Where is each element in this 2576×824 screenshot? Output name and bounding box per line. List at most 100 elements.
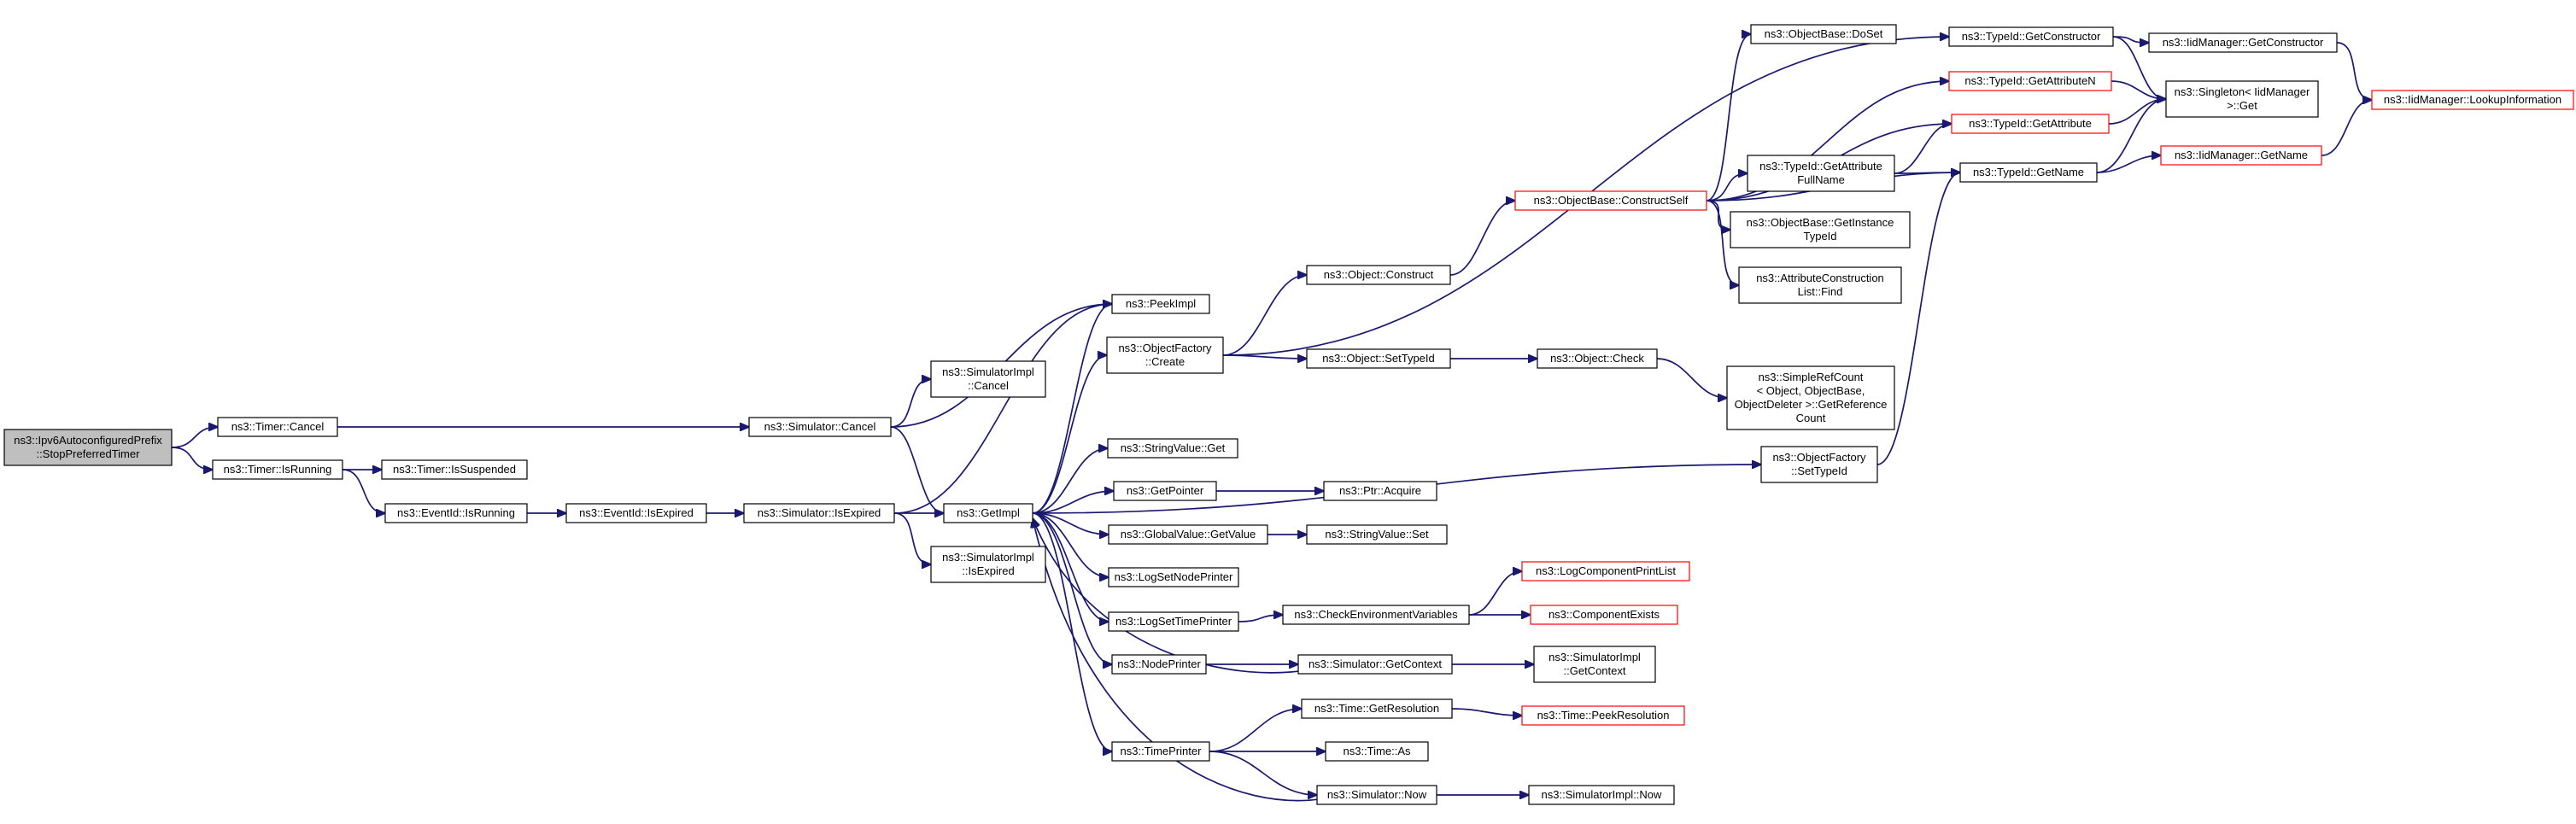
node-label: ::IsExpired xyxy=(962,564,1014,577)
node-label: ns3::Singleton< IidManager xyxy=(2175,85,2310,98)
node-box xyxy=(1108,611,1239,632)
edge-timeprinter-to-sim_now xyxy=(1209,751,1317,795)
node-box xyxy=(381,459,528,480)
node-eventid-isexpired[interactable]: ns3::EventId::IsExpired xyxy=(565,503,707,523)
node-iidmanager-lookupinformation[interactable]: ns3::IidManager::LookupInformation xyxy=(2371,90,2574,110)
node-timer-isrunning[interactable]: ns3::Timer::IsRunning xyxy=(212,459,343,480)
node-box xyxy=(1521,561,1690,581)
node-label: ns3::Simulator::Now xyxy=(1327,788,1427,801)
node-object-settypeid[interactable]: ns3::Object::SetTypeId xyxy=(1306,348,1451,369)
node-componentexists[interactable]: ns3::ComponentExists xyxy=(1530,605,1678,625)
edge-timer_isrunning-to-eventid_isrunning xyxy=(342,469,385,513)
node-simimpl-now[interactable]: ns3::SimulatorImpl::Now xyxy=(1528,785,1675,805)
node-iidmanager-getname[interactable]: ns3::IidManager::GetName xyxy=(2160,145,2322,166)
node-getpointer[interactable]: ns3::GetPointer xyxy=(1113,481,1217,501)
node-iidmanager-getconstructor[interactable]: ns3::IidManager::GetConstructor xyxy=(2148,32,2338,53)
node-time-peekresolution[interactable]: ns3::Time::PeekResolution xyxy=(1521,705,1685,726)
node-label: ns3::Timer::Cancel xyxy=(231,420,325,433)
node-box xyxy=(1325,741,1429,762)
node-nodeprinter[interactable]: ns3::NodePrinter xyxy=(1111,654,1207,675)
edge-sim_cancel-to-simimpl_cancel xyxy=(890,379,931,428)
node-box xyxy=(1760,446,1878,483)
node-box xyxy=(1959,162,2098,183)
node-typeid-getconstructor[interactable]: ns3::TypeId::GetConstructor xyxy=(1948,26,2114,47)
node-box xyxy=(1108,567,1239,587)
node-checkenvironmentvariables[interactable]: ns3::CheckEnvironmentVariables xyxy=(1282,605,1470,625)
node-box xyxy=(1282,605,1470,625)
node-sim-isexpired[interactable]: ns3::Simulator::IsExpired xyxy=(743,503,895,523)
edge-getimpl-to-globalvalue_getvalue xyxy=(1032,512,1109,535)
node-objectbase-doset[interactable]: ns3::ObjectBase::DoSet xyxy=(1750,24,1897,44)
node-object-construct[interactable]: ns3::Object::Construct xyxy=(1306,265,1451,285)
edge-getimpl-to-logsettimeprinter xyxy=(1032,512,1109,622)
node-sim-cancel[interactable]: ns3::Simulator::Cancel xyxy=(748,417,892,437)
node-timeprinter[interactable]: ns3::TimePrinter xyxy=(1111,741,1210,762)
node-box xyxy=(1514,190,1707,211)
node-object-check[interactable]: ns3::Object::Check xyxy=(1537,348,1658,369)
node-stringvalue-set[interactable]: ns3::StringValue::Set xyxy=(1306,524,1448,545)
node-globalvalue-getvalue[interactable]: ns3::GlobalValue::GetValue xyxy=(1108,524,1268,545)
edge-typeid_getattributefullname-to-typeid_getattribute xyxy=(1894,124,1952,174)
node-label: ns3::SimulatorImpl xyxy=(942,551,1034,564)
node-objfactory-create[interactable]: ns3::ObjectFactory::Create xyxy=(1106,336,1224,374)
node-logsetnodeprinter[interactable]: ns3::LogSetNodePrinter xyxy=(1108,567,1239,587)
node-typeid-getname[interactable]: ns3::TypeId::GetName xyxy=(1959,162,2098,183)
node-sim-now[interactable]: ns3::Simulator::Now xyxy=(1316,785,1437,805)
node-box xyxy=(1726,365,1895,430)
node-stringvalue-get[interactable]: ns3::StringValue::Get xyxy=(1107,438,1238,459)
node-time-as[interactable]: ns3::Time::As xyxy=(1325,741,1429,762)
node-box xyxy=(1111,294,1210,314)
node-label: ns3::ComponentExists xyxy=(1549,608,1660,621)
edge-objectbase_constructself-to-objectbase_doset xyxy=(1706,34,1751,202)
node-box xyxy=(3,429,173,466)
node-box xyxy=(2148,32,2338,53)
node-box xyxy=(2165,80,2319,118)
node-label: List::Find xyxy=(1798,285,1843,298)
node-ptr-acquire[interactable]: ns3::Ptr::Acquire xyxy=(1323,481,1437,501)
node-sim-getcontext[interactable]: ns3::Simulator::GetContext xyxy=(1297,654,1453,675)
edge-sim_isexpired-to-peekimpl xyxy=(893,304,1112,514)
node-label: ns3::Object::SetTypeId xyxy=(1322,352,1435,365)
node-getimpl[interactable]: ns3::GetImpl xyxy=(943,503,1033,523)
edge-getimpl-to-nodeprinter xyxy=(1032,512,1112,664)
edge-iidmanager_getname-to-iidmanager_lookupinformation xyxy=(2321,100,2372,156)
node-root[interactable]: ns3::Ipv6AutoconfiguredPrefix::StopPrefe… xyxy=(3,429,173,466)
node-label: ns3::Simulator::Cancel xyxy=(764,420,876,433)
node-label: ns3::LogSetTimePrinter xyxy=(1115,615,1232,628)
node-label: ns3::SimulatorImpl xyxy=(1549,651,1641,663)
node-objectbase-constructself[interactable]: ns3::ObjectBase::ConstructSelf xyxy=(1514,190,1707,211)
node-typeid-getattributen[interactable]: ns3::TypeId::GetAttributeN xyxy=(1948,71,2112,91)
node-singleton-get[interactable]: ns3::Singleton< IidManager >::Get xyxy=(2165,80,2319,118)
node-label: FullName xyxy=(1797,173,1845,186)
node-box xyxy=(1528,785,1675,805)
node-typeid-getattribute[interactable]: ns3::TypeId::GetAttribute xyxy=(1951,114,2110,134)
node-label: ns3::Timer::IsRunning xyxy=(224,463,332,476)
node-logcomponentprintlist[interactable]: ns3::LogComponentPrintList xyxy=(1521,561,1690,581)
edge-typeid_getattributefullname-to-typeid_getname xyxy=(1894,172,1960,173)
node-box xyxy=(1730,211,1911,248)
node-simplerefcount-getreferencecount[interactable]: ns3::SimpleRefCount< Object, ObjectBase,… xyxy=(1726,365,1895,430)
node-timer-issuspended[interactable]: ns3::Timer::IsSuspended xyxy=(381,459,528,480)
edge-typeid_getattribute-to-singleton_get xyxy=(2108,99,2166,125)
node-label: ns3::IidManager::GetName xyxy=(2175,149,2308,161)
node-simimpl-cancel[interactable]: ns3::SimulatorImpl::Cancel xyxy=(930,360,1046,398)
node-objfactory-settypeid[interactable]: ns3::ObjectFactory::SetTypeId xyxy=(1760,446,1878,483)
node-eventid-isrunning[interactable]: ns3::EventId::IsRunning xyxy=(384,503,528,523)
node-simimpl-isexpired[interactable]: ns3::SimulatorImpl::IsExpired xyxy=(930,546,1046,583)
node-box xyxy=(1951,114,2110,134)
edge-getimpl-to-stringvalue_get xyxy=(1032,448,1108,514)
node-logsettimeprinter[interactable]: ns3::LogSetTimePrinter xyxy=(1108,611,1239,632)
node-peekimpl[interactable]: ns3::PeekImpl xyxy=(1111,294,1210,314)
node-label: ns3::Timer::IsSuspended xyxy=(393,463,516,476)
edge-getimpl-to-getpointer xyxy=(1032,491,1114,514)
node-time-getresolution[interactable]: ns3::Time::GetResolution xyxy=(1301,698,1453,719)
node-timer-cancel[interactable]: ns3::Timer::Cancel xyxy=(217,417,338,437)
node-box xyxy=(1301,698,1453,719)
node-simimpl-getcontext[interactable]: ns3::SimulatorImpl::GetContext xyxy=(1533,646,1656,683)
node-label: < Object, ObjectBase, xyxy=(1757,384,1865,397)
node-box xyxy=(1521,705,1685,726)
node-label: ns3::StringValue::Set xyxy=(1325,528,1429,541)
